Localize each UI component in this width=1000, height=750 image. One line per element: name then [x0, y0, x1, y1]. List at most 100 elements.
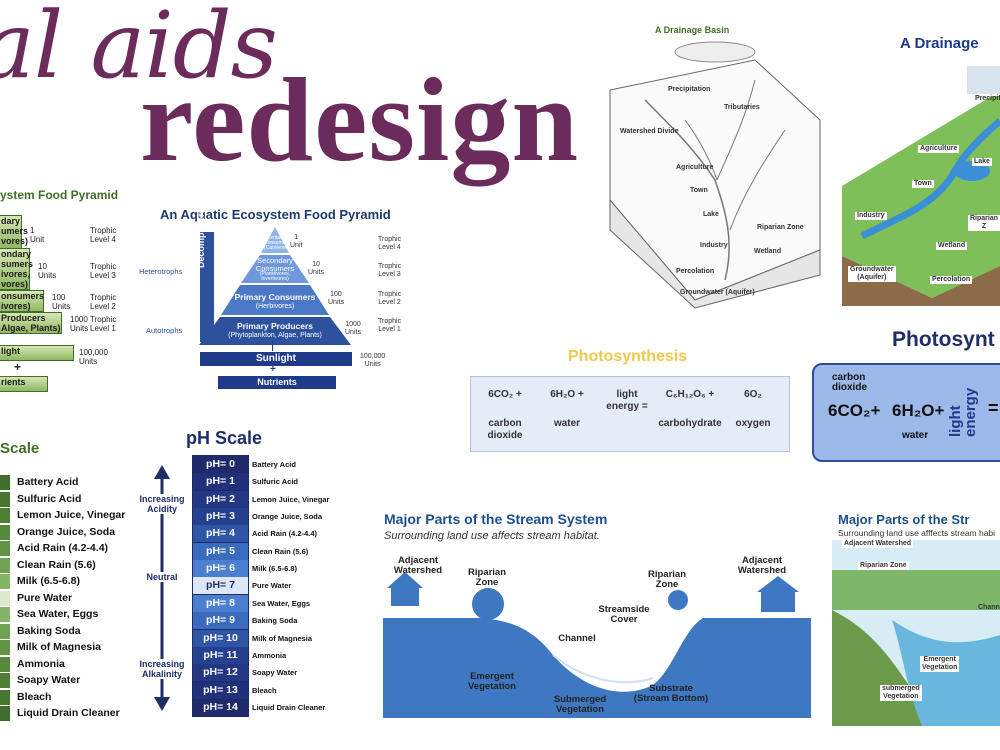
- ps2-light-energy: light energy: [947, 387, 979, 437]
- ph-old-row-8: Sea Water, Eggs: [0, 606, 120, 622]
- aq-level-2-sub: (Herbivores): [255, 303, 295, 310]
- ph-value-10: pH= 10: [193, 629, 248, 647]
- ps-h2o: 6H₂O +: [550, 389, 584, 400]
- old-sunlight: light: [0, 345, 74, 361]
- aq-level-3-sub: (Planktivores, Invertivores): [259, 271, 291, 282]
- aquatic-pyramid-title: An Aquatic Ecosystem Food Pyramid: [160, 207, 391, 222]
- ph-old-row-4: Acid Rain (4.2-4.4): [0, 540, 120, 556]
- drainage-sketch-title: A Drainage Basin: [655, 25, 730, 35]
- aq-units-4: 1 Unit: [290, 234, 303, 249]
- ph-substance-5: Clean Rain (5.6): [252, 546, 309, 556]
- ph-substance-0: Battery Acid: [252, 460, 296, 469]
- ds-precipitation: Precipitation: [668, 86, 711, 93]
- aq-trophic-2: Trophic Level 2: [378, 291, 402, 306]
- ph-value-1: pH= 1: [193, 473, 248, 491]
- ph-value-9: pH= 9: [193, 612, 248, 630]
- old-trophic-2: Trophic Level 2: [90, 293, 117, 311]
- ph-substance-2: Lemon Juice, Vinegar: [252, 494, 330, 504]
- ph-value-12: pH= 12: [193, 664, 248, 682]
- ph-substance-7: Pure Water: [252, 581, 292, 591]
- ph-value-11: pH= 11: [193, 646, 248, 664]
- ph-old-row-0: Battery Acid: [0, 474, 120, 490]
- ps2-equals: =: [988, 398, 999, 418]
- old-nutrients: rients: [0, 376, 48, 392]
- ph-value-6: pH= 6: [193, 560, 248, 578]
- photosynthesis-box: [470, 376, 790, 452]
- decomposers-label: Decomposers: [196, 208, 206, 268]
- ph-old-row-1: Sulfuric Acid: [0, 491, 120, 507]
- ds-tributaries: Tributaries: [724, 104, 760, 111]
- st-streamside: Streamside Cover: [598, 604, 650, 625]
- st-riparian-right: Riparian Zone: [647, 569, 686, 590]
- ps-light: light energy =: [606, 389, 648, 412]
- st2-submerged: submerged Vegetation: [880, 685, 922, 701]
- ph-old-row-11: Ammonia: [0, 656, 120, 672]
- decomposers-bar: [200, 232, 214, 342]
- aq-level-2-name: Primary Consumers: [234, 292, 316, 302]
- st-adjacent-left: Adjacent Watershed: [393, 555, 443, 576]
- stream2-subtitle: Surrounding land use afffects stream hab…: [838, 528, 996, 538]
- ph-substance-6: Milk (6.5-6.8): [252, 564, 298, 574]
- ph-substance-11: Ammonia: [252, 650, 287, 660]
- old-trophic-4: Trophic Level 4: [90, 226, 117, 244]
- ph-old-row-2: Lemon Juice, Vinegar: [0, 507, 125, 523]
- ph-old-row-10: Milk of Magnesia: [0, 639, 120, 655]
- st-substrate: Substrate (Stream Bottom): [633, 683, 709, 704]
- aq-plus: +: [270, 364, 276, 375]
- old-level-2: onsumers ivores): [0, 290, 44, 312]
- ph-substance-8: Sea Water, Eggs: [252, 598, 311, 608]
- neutral-label: Neutral: [138, 572, 186, 582]
- ps-o2-name: oxygen: [735, 418, 771, 429]
- dc-riparian: Riparian Z: [968, 215, 1000, 231]
- old-units-4: 1 Unit: [30, 226, 45, 244]
- old-food-pyramid-title: ystem Food Pyramid: [0, 188, 119, 202]
- ph-substance-9: Baking Soda: [252, 616, 298, 626]
- ph-substance-10: Milk of Magnesia: [252, 633, 313, 643]
- dc-industry: Industry: [855, 212, 887, 220]
- aq-sunlight-units: 100,000 Units: [360, 353, 386, 368]
- aq-level-1-name: Primary Producers: [236, 321, 314, 331]
- aq-units-1: 1000 Units: [345, 321, 361, 336]
- aq-units-2: 100 Units: [328, 291, 344, 306]
- old-level-1: Producers Algae, Plants): [0, 312, 62, 334]
- increasing-acidity-label: Increasing Acidity: [132, 494, 192, 514]
- dc-percolation: Percolation: [930, 276, 973, 284]
- photosynthesis2-box: [812, 363, 1000, 462]
- ph-value-4: pH= 4: [193, 525, 248, 543]
- ph-value-3: pH= 3: [193, 508, 248, 526]
- aq-units-3: 10 Units: [308, 261, 324, 276]
- st2-riparian: Riparian Zone: [858, 562, 909, 570]
- stream-title: Major Parts of the Stream System: [384, 511, 608, 527]
- ph-value-5: pH= 5: [193, 542, 248, 560]
- old-plus: +: [14, 360, 22, 374]
- st-submerged: Submerged Vegetation: [553, 694, 607, 715]
- ps-co2-name: carbon dioxide: [487, 418, 523, 441]
- ps-h2o-name: water: [553, 418, 581, 429]
- ph-substance-12: Soapy Water: [252, 668, 298, 678]
- ph-old-row-14: Liquid Drain Cleaner: [0, 705, 120, 721]
- ds-watershed-divide: Watershed Divide: [620, 128, 679, 135]
- ds-wetland: Wetland: [754, 248, 782, 255]
- stream-graphic: [383, 572, 811, 718]
- ph-old-row-7: Pure Water: [0, 590, 120, 606]
- ds-industry: Industry: [700, 242, 728, 249]
- old-units-2: 100 Units: [52, 293, 71, 311]
- ph-substance-1: Sulfuric Acid: [252, 477, 298, 487]
- ds-riparian: Riparian Zone: [757, 224, 804, 231]
- ph-value-0: pH= 0: [193, 456, 248, 473]
- aq-level-3-name: Secondary Consumers: [255, 256, 295, 273]
- increasing-alkalinity-label: Increasing Alkalinity: [132, 659, 192, 679]
- ph-substance-4: Acid Rain (4.2-4.4): [252, 529, 318, 539]
- aq-trophic-4: Trophic Level 4: [378, 236, 402, 251]
- st2-channel: Chann: [978, 604, 1000, 611]
- ps-glucose: C₆H₁₂O₆ +: [665, 389, 715, 400]
- dc-agriculture: Agriculture: [918, 145, 960, 153]
- heterotrophs-label: Heterotrophs: [139, 267, 183, 276]
- ds-lake: Lake: [703, 211, 719, 218]
- ph-old-row-3: Orange Juice, Soda: [0, 524, 120, 540]
- st2-adjacent: Adjacent Watershed: [842, 540, 914, 548]
- old-units-1: 1000 Units: [70, 315, 89, 333]
- ph-value-2: pH= 2: [193, 490, 248, 508]
- ph-value-13: pH= 13: [193, 681, 248, 699]
- ds-groundwater: Groundwater (Aquifer): [680, 289, 755, 296]
